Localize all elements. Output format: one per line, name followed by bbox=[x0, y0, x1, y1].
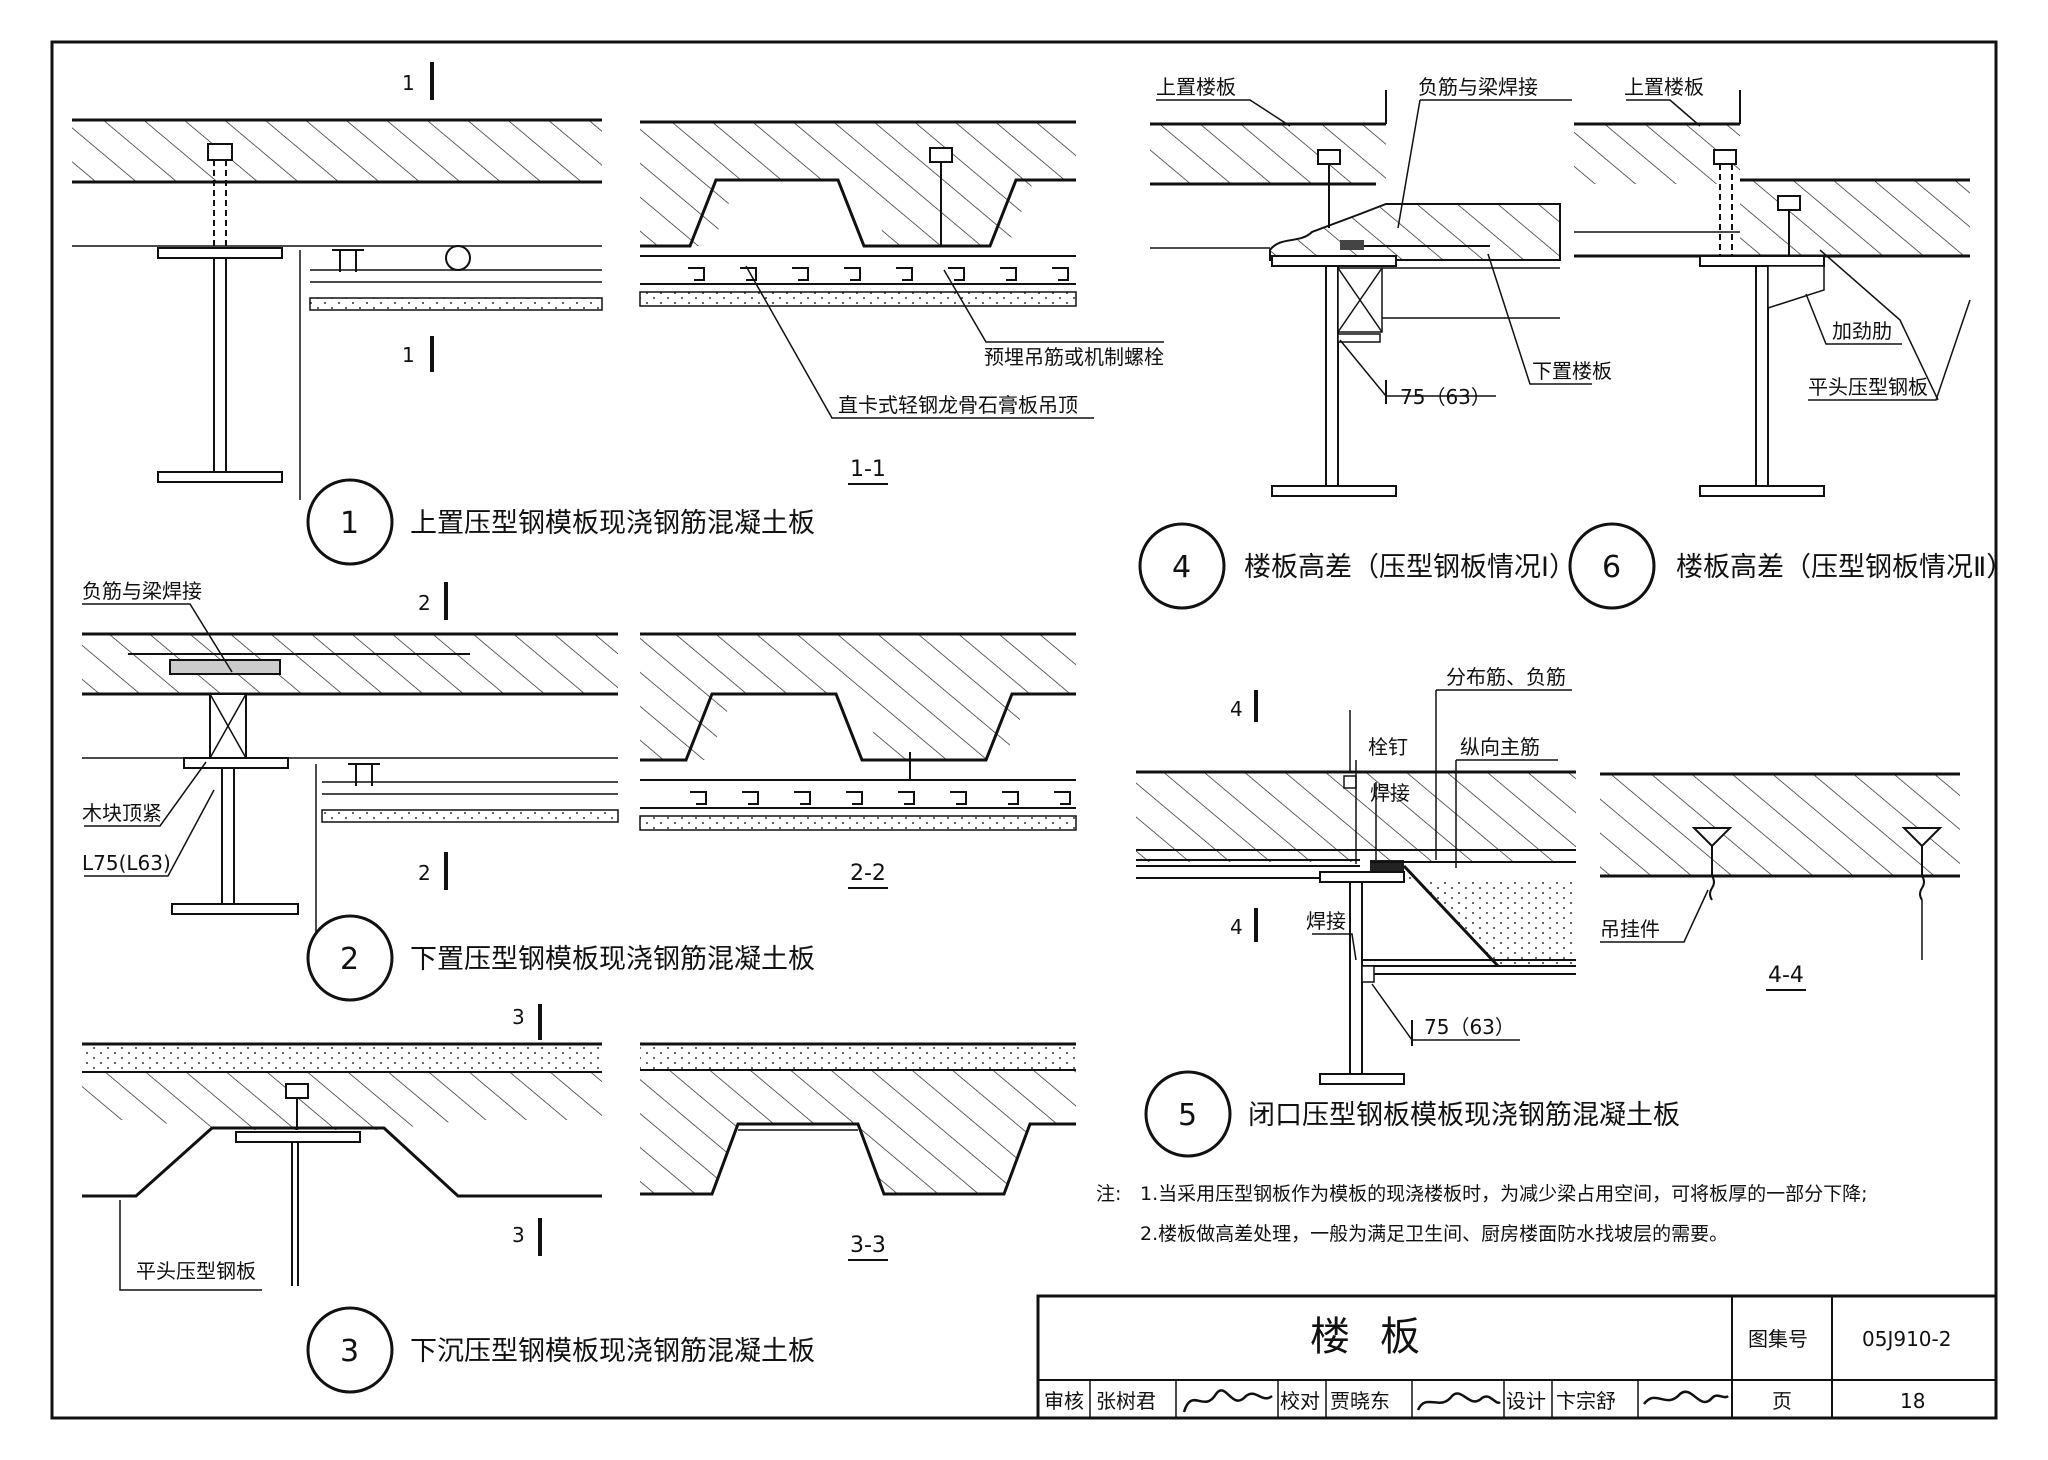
note-2: 2.楼板做高差处理，一般为满足卫生间、厨房楼面防水找坡层的需要。 bbox=[1140, 1223, 1728, 1245]
detail-5-circle bbox=[1144, 1070, 1232, 1158]
label-neg-bar-weld-2: 负筋与梁焊接 bbox=[82, 579, 202, 603]
page-label: 页 bbox=[1772, 1389, 1792, 1413]
detail-4-number: 4 bbox=[1172, 550, 1191, 585]
title-block-title: 楼板 bbox=[1310, 1314, 1450, 1360]
detail-2-cut-top: 2 bbox=[418, 591, 431, 615]
atlas-label: 图集号 bbox=[1748, 1327, 1808, 1351]
detail-1-drawing bbox=[72, 62, 603, 500]
design-label: 设计 bbox=[1506, 1389, 1546, 1413]
section-1-1-drawing bbox=[639, 120, 1164, 419]
detail-1-title: 上置压型钢模板现浇钢筋混凝土板 bbox=[410, 508, 815, 539]
detail-3-cut-top: 3 bbox=[512, 1005, 525, 1029]
label-neg-bar-weld-4: 负筋与梁焊接 bbox=[1418, 75, 1538, 99]
detail-3-number: 3 bbox=[340, 1334, 359, 1369]
detail-1-circle bbox=[306, 478, 394, 566]
detail-6-number: 6 bbox=[1602, 550, 1621, 585]
section-2-2-label: 2-2 bbox=[850, 861, 886, 886]
detail-3-title: 下沉压型钢模板现浇钢筋混凝土板 bbox=[410, 1336, 815, 1367]
label-wood-block: 木块顶紧 bbox=[82, 801, 162, 825]
note-1: 1.当采用压型钢板作为模板的现浇楼板时，为减少梁占用空间，可将板厚的一部分下降; bbox=[1140, 1183, 1868, 1205]
label-stud: 栓钉 bbox=[1368, 735, 1408, 759]
label-angle-75-5: 75（63） bbox=[1424, 1015, 1515, 1039]
sheet-border bbox=[50, 40, 1998, 1420]
detail-4-circle bbox=[1138, 522, 1226, 610]
label-lower-slab: 下置楼板 bbox=[1532, 359, 1612, 383]
label-ceiling: 直卡式轻钢龙骨石膏板吊顶 bbox=[838, 393, 1078, 417]
label-flat-deck-3: 平头压型钢板 bbox=[136, 1259, 256, 1283]
detail-3-circle bbox=[306, 1306, 394, 1394]
title-block bbox=[1036, 1294, 1998, 1420]
detail-1-number: 1 bbox=[340, 506, 359, 541]
detail-4-drawing bbox=[1150, 90, 1592, 497]
reviewer-signature bbox=[1182, 1389, 1273, 1413]
reviewer-name: 张树君 bbox=[1096, 1389, 1156, 1413]
detail-6-title: 楼板高差（压型钢板情况Ⅱ） bbox=[1676, 552, 2013, 583]
detail-5-title: 闭口压型钢板模板现浇钢筋混凝土板 bbox=[1248, 1100, 1680, 1131]
detail-3-cut-bottom: 3 bbox=[512, 1223, 525, 1247]
label-main-bar: 纵向主筋 bbox=[1460, 735, 1540, 759]
section-1-1-label: 1-1 bbox=[850, 457, 886, 482]
detail-2-title: 下置压型钢模板现浇钢筋混凝土板 bbox=[410, 944, 815, 975]
checker-name: 贾晓东 bbox=[1330, 1389, 1390, 1413]
designer-name: 卞宗舒 bbox=[1556, 1389, 1616, 1413]
detail-5-cut-bottom: 4 bbox=[1230, 915, 1243, 939]
label-embedded-bolt: 预埋吊筋或机制螺栓 bbox=[984, 345, 1164, 369]
detail-2-drawing bbox=[82, 582, 619, 938]
detail-5-cut-top: 4 bbox=[1230, 697, 1243, 721]
detail-4-title: 楼板高差（压型钢板情况Ⅰ） bbox=[1244, 552, 1576, 583]
label-weld-side: 焊接 bbox=[1306, 909, 1346, 933]
detail-6-drawing bbox=[1574, 90, 1971, 497]
page-number: 18 bbox=[1900, 1389, 1925, 1413]
checker-signature bbox=[1416, 1392, 1501, 1411]
notes-prefix: 注: bbox=[1096, 1183, 1121, 1205]
label-angle-75-4: 75（63） bbox=[1400, 385, 1491, 409]
detail-2-number: 2 bbox=[340, 942, 359, 977]
atlas-number: 05J910-2 bbox=[1862, 1327, 1951, 1351]
label-stiffener: 加劲肋 bbox=[1832, 319, 1892, 343]
label-angle-l75: L75(L63) bbox=[82, 851, 171, 875]
detail-5-number: 5 bbox=[1178, 1098, 1197, 1133]
detail-2-cut-bottom: 2 bbox=[418, 861, 431, 885]
label-upper-slab-6: 上置楼板 bbox=[1624, 75, 1704, 99]
detail-3-drawing bbox=[82, 1004, 602, 1291]
label-upper-slab-4: 上置楼板 bbox=[1156, 75, 1236, 99]
section-2-2-drawing bbox=[639, 632, 1077, 831]
detail-1-cut-bottom: 1 bbox=[402, 343, 415, 367]
check-label: 校对 bbox=[1280, 1389, 1320, 1413]
detail-6-circle bbox=[1568, 522, 1656, 610]
detail-1-cut-top: 1 bbox=[402, 71, 415, 95]
detail-2-circle bbox=[306, 914, 394, 1002]
label-hanger: 吊挂件 bbox=[1600, 917, 1660, 941]
section-3-3-drawing bbox=[640, 1042, 1076, 1196]
review-label: 审核 bbox=[1044, 1389, 1084, 1413]
label-flat-deck-6: 平头压型钢板 bbox=[1808, 375, 1928, 399]
section-4-4-label: 4-4 bbox=[1768, 963, 1804, 988]
section-3-3-label: 3-3 bbox=[850, 1233, 886, 1258]
section-4-4-drawing bbox=[1600, 772, 1960, 960]
label-dist-bar: 分布筋、负筋 bbox=[1446, 665, 1566, 689]
label-weld-top: 焊接 bbox=[1370, 781, 1410, 805]
designer-signature bbox=[1643, 1390, 1729, 1405]
detail-5-drawing bbox=[1136, 689, 1576, 1085]
